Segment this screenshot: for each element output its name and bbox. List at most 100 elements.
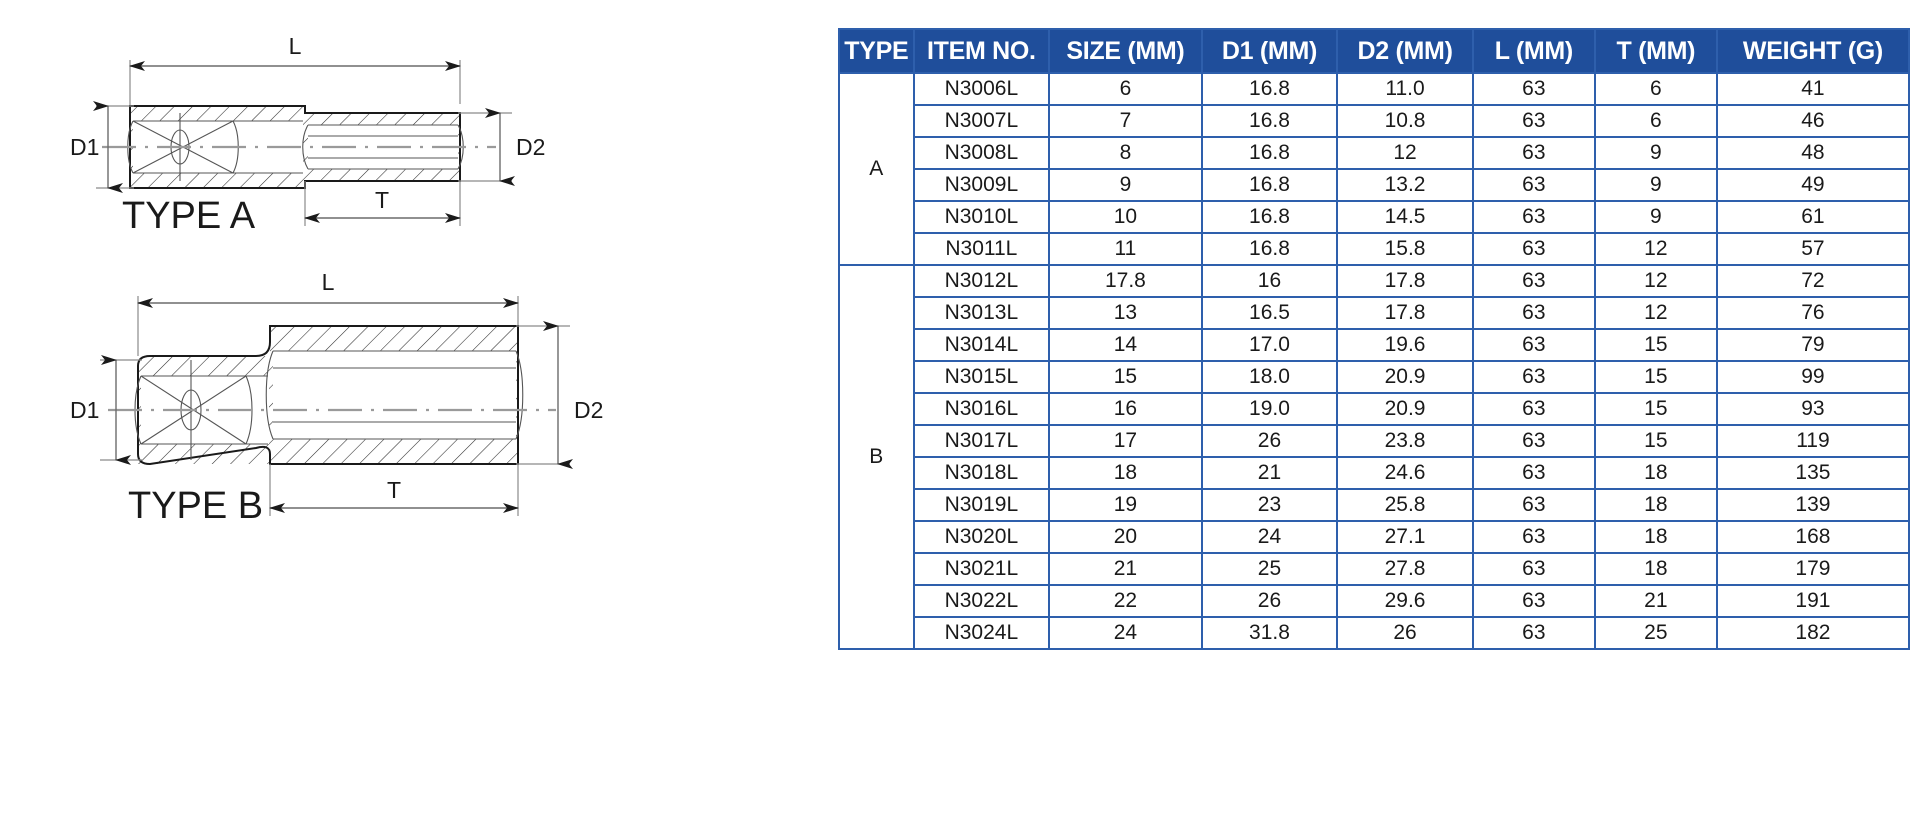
l-cell: 63 <box>1471 616 1596 650</box>
column-header-d2: D2 (MM) <box>1336 28 1474 74</box>
t-cell: 6 <box>1593 104 1718 138</box>
size-cell: 6 <box>1048 72 1203 106</box>
l-cell: 63 <box>1471 328 1596 362</box>
item-no-cell: N3011L <box>912 232 1051 266</box>
specification-table: TYPE ITEM NO. SIZE (MM) D1 (MM) D2 (MM) … <box>838 28 1911 650</box>
weight-cell: 79 <box>1715 328 1911 362</box>
d2-cell: 20.9 <box>1336 392 1474 426</box>
size-cell: 14 <box>1048 328 1203 362</box>
size-cell: 18 <box>1048 456 1203 490</box>
item-no-cell: N3024L <box>912 616 1051 650</box>
l-cell: 63 <box>1471 584 1596 618</box>
type-group-cell: A <box>838 72 915 266</box>
weight-cell: 49 <box>1715 168 1911 202</box>
column-header-item-no: ITEM NO. <box>912 28 1051 74</box>
t-cell: 21 <box>1593 584 1718 618</box>
size-cell: 20 <box>1048 520 1203 554</box>
item-no-cell: N3012L <box>912 264 1051 298</box>
l-cell: 63 <box>1471 72 1596 106</box>
size-cell: 11 <box>1048 232 1203 266</box>
type-b-drawing: L <box>70 269 603 527</box>
weight-cell: 179 <box>1715 552 1911 586</box>
weight-cell: 93 <box>1715 392 1911 426</box>
d1-cell: 18.0 <box>1200 360 1339 394</box>
d1-cell: 16.8 <box>1200 136 1339 170</box>
item-no-cell: N3008L <box>912 136 1051 170</box>
l-cell: 63 <box>1471 264 1596 298</box>
t-cell: 18 <box>1593 520 1718 554</box>
l-cell: 63 <box>1471 488 1596 522</box>
item-no-cell: N3022L <box>912 584 1051 618</box>
column-header-t: T (MM) <box>1593 28 1718 74</box>
d1-cell: 26 <box>1200 584 1339 618</box>
weight-cell: 191 <box>1715 584 1911 618</box>
t-cell: 12 <box>1593 232 1718 266</box>
l-cell: 63 <box>1471 136 1596 170</box>
d2-cell: 12 <box>1336 136 1474 170</box>
type-a-drawing: L <box>70 33 545 237</box>
t-cell: 15 <box>1593 392 1718 426</box>
d2-cell: 26 <box>1336 616 1474 650</box>
t-cell: 15 <box>1593 360 1718 394</box>
d1-cell: 16 <box>1200 264 1339 298</box>
size-cell: 17 <box>1048 424 1203 458</box>
size-cell: 13 <box>1048 296 1203 330</box>
l-cell: 63 <box>1471 392 1596 426</box>
t-cell: 6 <box>1593 72 1718 106</box>
item-no-cell: N3009L <box>912 168 1051 202</box>
d2-cell: 19.6 <box>1336 328 1474 362</box>
type-a-dim-d2: D2 <box>516 134 545 160</box>
l-cell: 63 <box>1471 552 1596 586</box>
d2-cell: 27.8 <box>1336 552 1474 586</box>
d1-cell: 16.8 <box>1200 72 1339 106</box>
d1-cell: 16.8 <box>1200 104 1339 138</box>
item-no-cell: N3016L <box>912 392 1051 426</box>
d2-cell: 17.8 <box>1336 296 1474 330</box>
type-a-caption: TYPE A <box>122 195 256 237</box>
weight-cell: 48 <box>1715 136 1911 170</box>
size-cell: 8 <box>1048 136 1203 170</box>
d2-cell: 17.8 <box>1336 264 1474 298</box>
l-cell: 63 <box>1471 168 1596 202</box>
d1-cell: 16.8 <box>1200 168 1339 202</box>
weight-cell: 76 <box>1715 296 1911 330</box>
d1-cell: 17.0 <box>1200 328 1339 362</box>
t-cell: 9 <box>1593 200 1718 234</box>
type-b-dim-l: L <box>322 269 335 295</box>
type-a-dim-l: L <box>289 33 302 59</box>
type-b-dim-d1: D1 <box>70 397 99 423</box>
item-no-cell: N3020L <box>912 520 1051 554</box>
size-cell: 15 <box>1048 360 1203 394</box>
type-a-dim-d1: D1 <box>70 134 99 160</box>
l-cell: 63 <box>1471 232 1596 266</box>
weight-cell: 61 <box>1715 200 1911 234</box>
type-b-dim-d2: D2 <box>574 397 603 423</box>
item-no-cell: N3013L <box>912 296 1051 330</box>
d2-cell: 25.8 <box>1336 488 1474 522</box>
d2-cell: 14.5 <box>1336 200 1474 234</box>
d2-cell: 24.6 <box>1336 456 1474 490</box>
t-cell: 25 <box>1593 616 1718 650</box>
d2-cell: 15.8 <box>1336 232 1474 266</box>
weight-cell: 72 <box>1715 264 1911 298</box>
column-header-d1: D1 (MM) <box>1200 28 1339 74</box>
weight-cell: 135 <box>1715 456 1911 490</box>
t-cell: 15 <box>1593 328 1718 362</box>
t-cell: 18 <box>1593 552 1718 586</box>
item-no-cell: N3017L <box>912 424 1051 458</box>
size-cell: 9 <box>1048 168 1203 202</box>
d2-cell: 10.8 <box>1336 104 1474 138</box>
t-cell: 12 <box>1593 296 1718 330</box>
